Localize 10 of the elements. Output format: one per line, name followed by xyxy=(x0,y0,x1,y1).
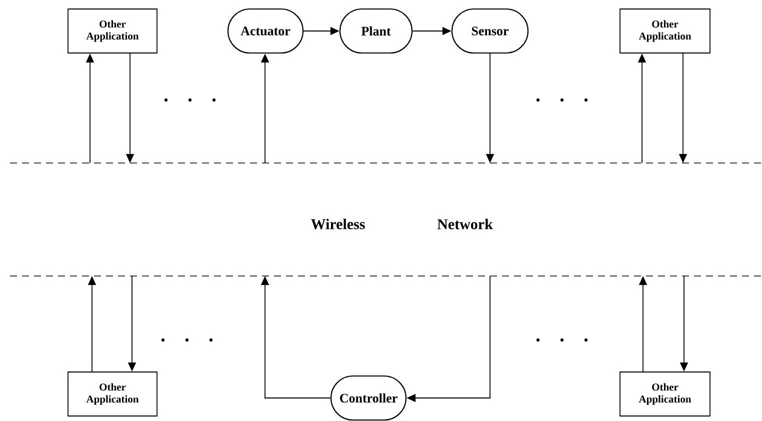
process-node: Controller xyxy=(330,375,407,421)
application-box: Other Application xyxy=(620,8,710,54)
network-label: Network xyxy=(437,218,493,230)
process-node: Sensor xyxy=(451,8,529,54)
application-box: Other Application xyxy=(620,372,710,416)
process-node: Plant xyxy=(339,8,413,54)
network-label: Wireless xyxy=(311,218,365,230)
application-box: Other Application xyxy=(68,8,158,54)
process-node: Actuator xyxy=(227,8,304,54)
application-box: Other Application xyxy=(68,372,158,416)
